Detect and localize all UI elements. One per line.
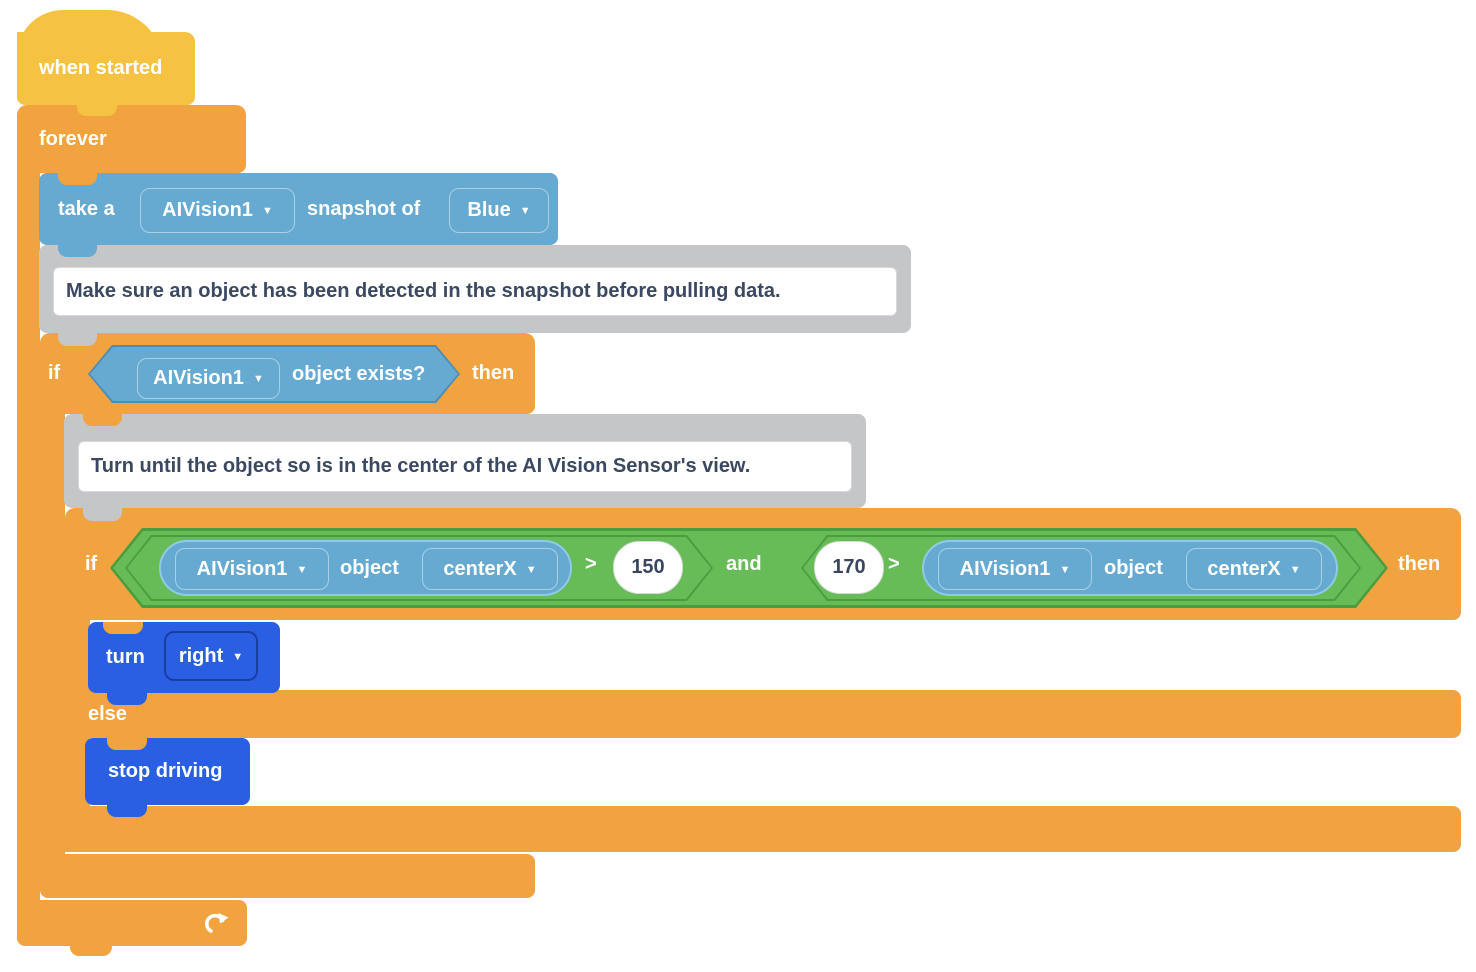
number-value: 150 <box>631 556 665 578</box>
when-started-bottom-bump <box>77 103 117 116</box>
signature-dropdown[interactable]: Blue ▼ <box>449 188 549 233</box>
object-exists-label: object exists? <box>292 362 426 385</box>
turn-direction-value: right <box>178 644 224 667</box>
stop-driving-label: stop driving <box>108 760 223 782</box>
if-exists-then-label: then <box>472 362 515 384</box>
forever-bottom-bump <box>70 944 112 956</box>
forever-block-bottom-bar[interactable] <box>17 900 247 946</box>
object-label: object <box>1104 556 1163 579</box>
stop-bottom-bump <box>107 805 147 817</box>
chevron-down-icon: ▼ <box>1059 563 1071 576</box>
center-camera-value: AIVision1 <box>196 557 288 580</box>
object-centerx-reporter[interactable] <box>159 540 572 596</box>
property-dropdown[interactable]: centerX ▼ <box>422 548 558 590</box>
object-centerx-reporter[interactable] <box>922 540 1338 596</box>
if-center-mouth-bump <box>103 622 143 634</box>
chevron-down-icon: ▼ <box>519 205 531 217</box>
if-center-bottom-bar[interactable] <box>65 806 1461 852</box>
number-value: 170 <box>832 556 866 578</box>
property-value: centerX <box>443 557 517 580</box>
camera-dropdown[interactable]: AIVision1 ▼ <box>140 188 295 233</box>
greater-than-operator: > <box>585 552 597 575</box>
else-label: else <box>88 702 127 725</box>
take-snapshot-bottom-bump <box>58 245 97 257</box>
if-exists-bottom-bar[interactable] <box>40 854 535 898</box>
if-exists-rail[interactable] <box>40 414 65 854</box>
chevron-down-icon: ▼ <box>261 205 273 217</box>
loop-arrow-icon <box>205 913 229 933</box>
when-started-label: when started <box>39 57 163 79</box>
comment1-bottom-bump <box>58 333 97 346</box>
snapshot-of-label: snapshot of <box>307 197 421 220</box>
comment2-bottom-bump <box>83 508 122 521</box>
chevron-down-icon: ▼ <box>1289 563 1301 576</box>
if-center-then-label: then <box>1398 552 1441 575</box>
center-camera-dropdown[interactable]: AIVision1 ▼ <box>175 548 329 590</box>
number-input[interactable]: 170 <box>814 541 884 594</box>
exists-camera-value: AIVision1 <box>153 367 244 389</box>
center-camera-value: AIVision1 <box>959 557 1051 580</box>
object-label: object <box>340 556 399 579</box>
turn-bottom-bump <box>107 693 147 705</box>
comment-text: Turn until the object so is in the cente… <box>91 455 751 477</box>
greater-than-operator: > <box>888 552 900 575</box>
comment-text: Make sure an object has been detected in… <box>66 280 781 302</box>
if-center-else-bar[interactable] <box>65 690 1461 738</box>
when-started-hat-body[interactable] <box>17 32 195 105</box>
chevron-down-icon: ▼ <box>296 563 308 576</box>
forever-block-rail[interactable] <box>17 173 40 903</box>
forever-label: forever <box>39 127 107 150</box>
forever-mouth-bump <box>58 173 97 185</box>
if-center-if-label: if <box>85 552 98 575</box>
turn-direction-dropdown[interactable]: right ▼ <box>164 631 258 681</box>
if-exists-mouth-bump <box>83 414 122 426</box>
exists-camera-dropdown[interactable]: AIVision1 ▼ <box>137 358 280 399</box>
and-label: and <box>726 552 762 575</box>
chevron-down-icon: ▼ <box>252 373 264 385</box>
camera-dropdown-value: AIVision1 <box>162 199 253 221</box>
else-mouth-bump <box>107 738 147 750</box>
property-value: centerX <box>1207 557 1281 580</box>
number-input[interactable]: 150 <box>613 541 683 594</box>
chevron-down-icon: ▼ <box>232 650 244 663</box>
forever-block-top-bar[interactable] <box>17 105 246 173</box>
comment-text-area[interactable]: Turn until the object so is in the cente… <box>78 441 852 492</box>
center-camera-dropdown[interactable]: AIVision1 ▼ <box>938 548 1092 590</box>
chevron-down-icon: ▼ <box>525 563 537 576</box>
signature-dropdown-value: Blue <box>467 199 511 221</box>
comment-text-area[interactable]: Make sure an object has been detected in… <box>53 267 897 316</box>
turn-label: turn <box>106 646 145 668</box>
property-dropdown[interactable]: centerX ▼ <box>1186 548 1322 590</box>
if-exists-if-label: if <box>48 362 61 384</box>
take-snapshot-block[interactable] <box>39 173 558 245</box>
take-a-label: take a <box>58 197 115 220</box>
